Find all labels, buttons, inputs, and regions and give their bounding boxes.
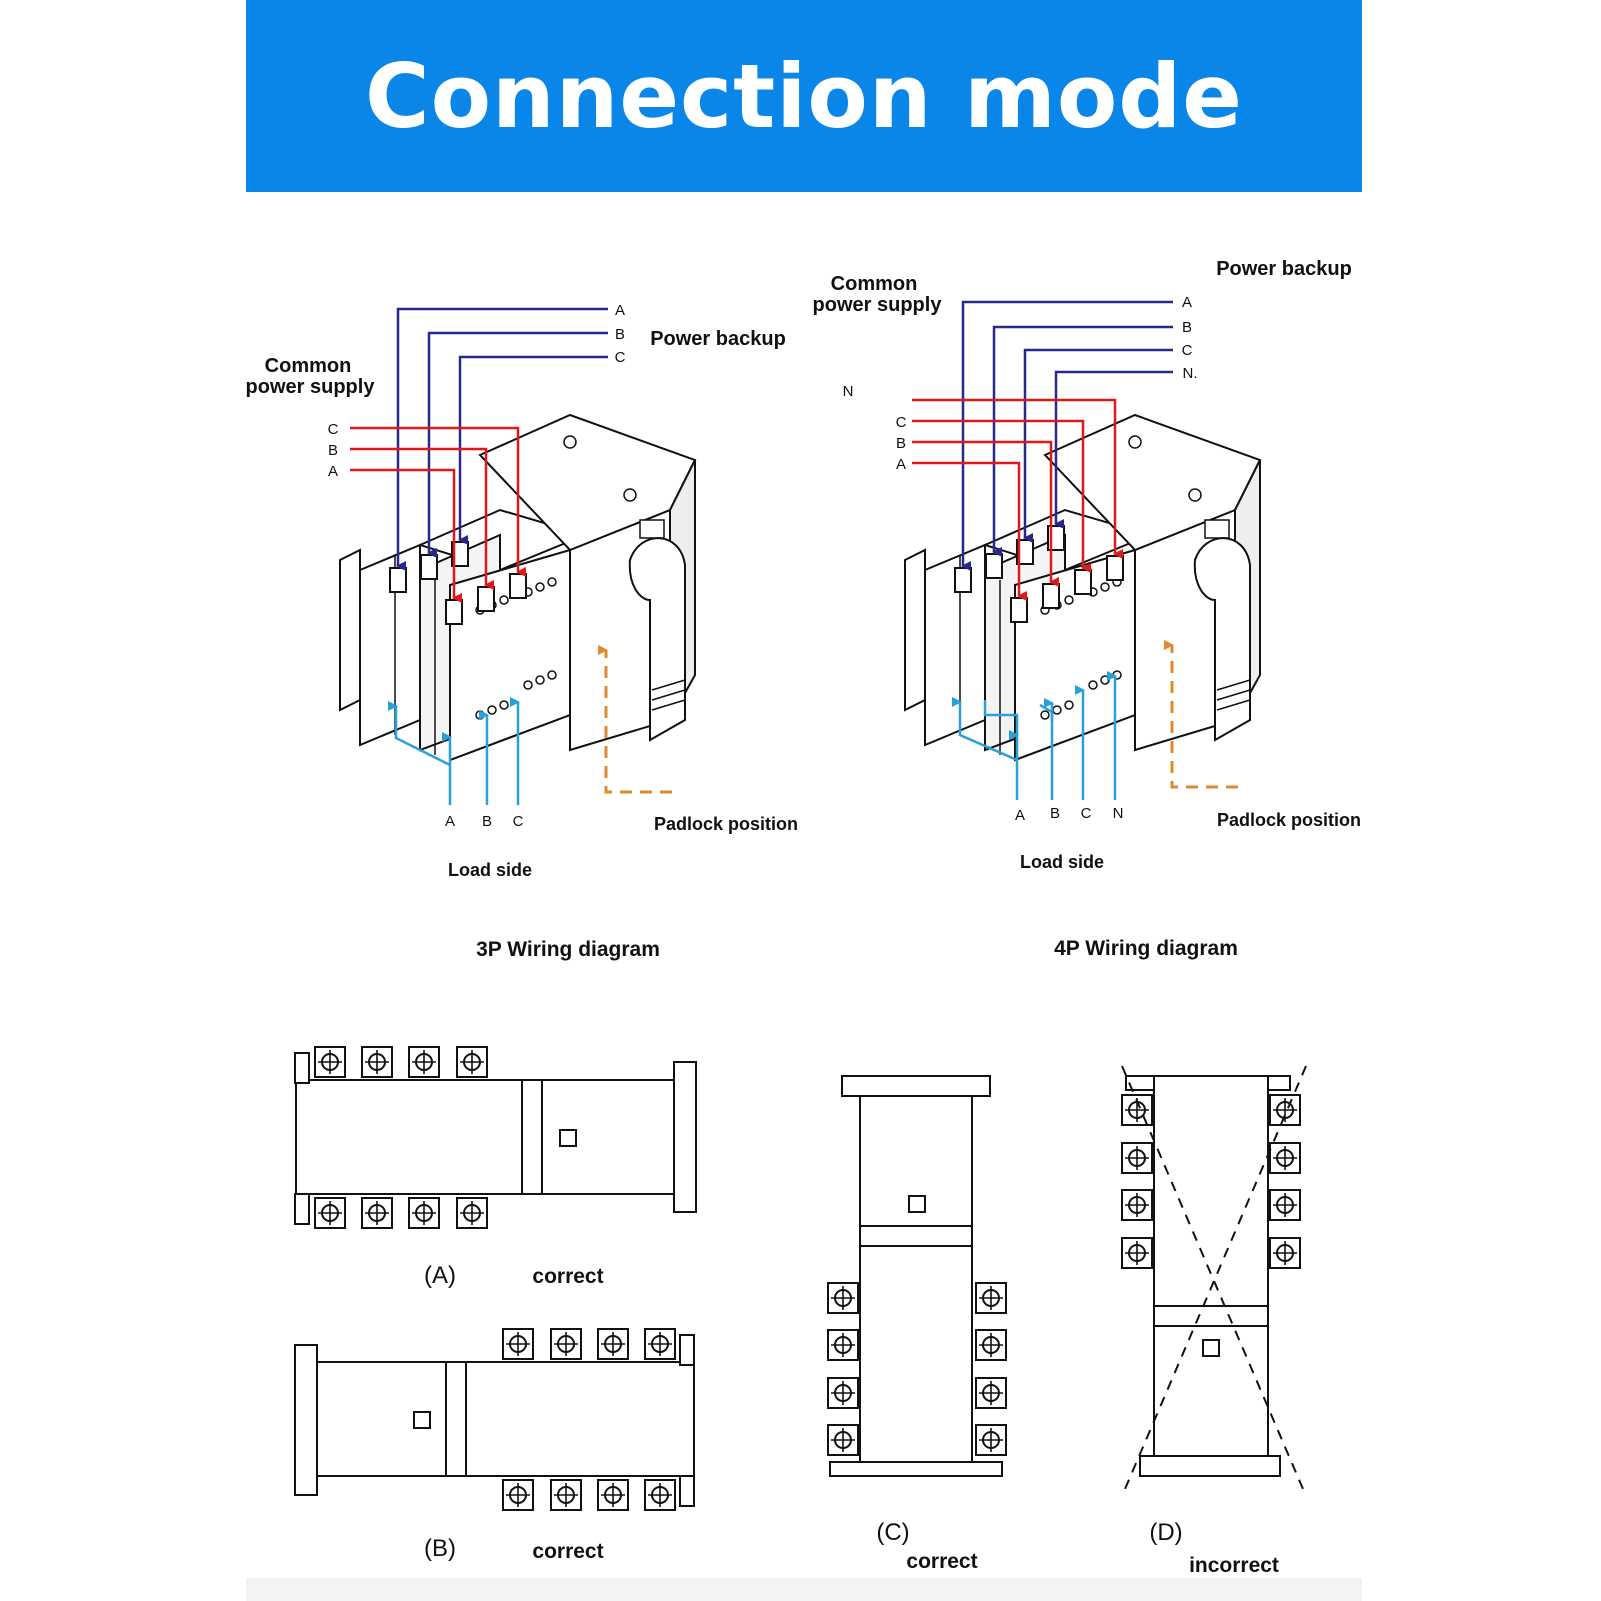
terminals-3p [389,541,527,625]
backup-phase-b-3p: B [328,442,338,459]
backup-lines-3p [350,426,526,603]
common-phase-b-4p: B [1182,319,1192,336]
mounting-a-verdict: correct [532,1265,603,1288]
mounting-c-verdict: correct [906,1550,977,1573]
mounting-c-label: (C) [876,1519,909,1546]
backup-label-4p: Power backup [1216,258,1352,280]
load-lines-4p [952,671,1117,800]
caption-4p: 4P Wiring diagram [1054,937,1238,960]
backup-phase-n-4p: N [843,383,854,400]
backup-phase-c-4p: C [896,414,907,431]
common-label-4p-line1: Common [831,273,918,295]
common-phase-a-3p: A [615,302,625,319]
mounting-diagram-b: (B) correct [294,1328,695,1563]
common-phase-a-4p: A [1182,294,1192,311]
backup-phase-c-3p: C [328,421,339,438]
common-lines-4p [961,300,1173,571]
load-phase-b-3p: B [482,813,492,830]
padlock-line-3p [598,645,672,794]
padlock-label-3p: Padlock position [654,814,798,834]
mounting-b-verdict: correct [532,1540,603,1563]
common-label-3p-line1: Common [265,355,352,377]
common-phase-c-4p: C [1182,342,1193,359]
mounting-d-label: (D) [1149,1519,1182,1546]
mounting-diagram-d: (D) incorrect [1121,1065,1307,1577]
load-side-label-3p: Load side [448,860,532,880]
common-phase-c-3p: C [615,349,626,366]
backup-label-3p: Power backup [650,328,786,350]
mounting-diagram-c: (C) correct [827,1075,1007,1573]
common-label-3p-line2: power supply [246,376,376,398]
backup-phase-a-4p: A [896,456,906,473]
load-phase-n-4p: N [1113,805,1124,822]
common-phase-b-3p: B [615,326,625,343]
caption-3p: 3P Wiring diagram [476,938,660,961]
page-title: Connection mode [365,44,1243,148]
backup-phase-b-4p: B [896,435,906,452]
load-side-label-4p: Load side [1020,852,1104,872]
wiring-diagram-4p: Common power supply Power backup A B C N… [813,258,1361,960]
backup-phase-a-3p: A [328,463,338,480]
load-phase-c-3p: C [513,813,524,830]
padlock-label-4p: Padlock position [1217,810,1361,830]
padlock-line-4p [1164,640,1238,789]
incorrect-cross-mark [1121,1065,1307,1497]
load-lines-3p [388,697,520,805]
wiring-diagram-3p: Common power supply Power backup A B C C… [246,302,798,961]
common-label-4p-line2: power supply [813,294,943,316]
load-phase-a-3p: A [445,813,455,830]
load-phase-b-4p: B [1050,805,1060,822]
title-banner: Connection mode [246,0,1362,192]
mounting-diagram-a: (A) correct [294,1046,697,1289]
terminals-4p [954,525,1124,623]
load-phase-a-4p: A [1015,807,1025,824]
common-lines-3p [396,307,608,571]
backup-lines-4p [912,398,1123,601]
common-phase-n-4p: N. [1183,365,1198,382]
load-phase-c-4p: C [1081,805,1092,822]
mounting-a-label: (A) [424,1262,456,1289]
mounting-d-verdict: incorrect [1189,1554,1279,1577]
bottom-band [246,1578,1362,1601]
mounting-b-label: (B) [424,1535,456,1562]
